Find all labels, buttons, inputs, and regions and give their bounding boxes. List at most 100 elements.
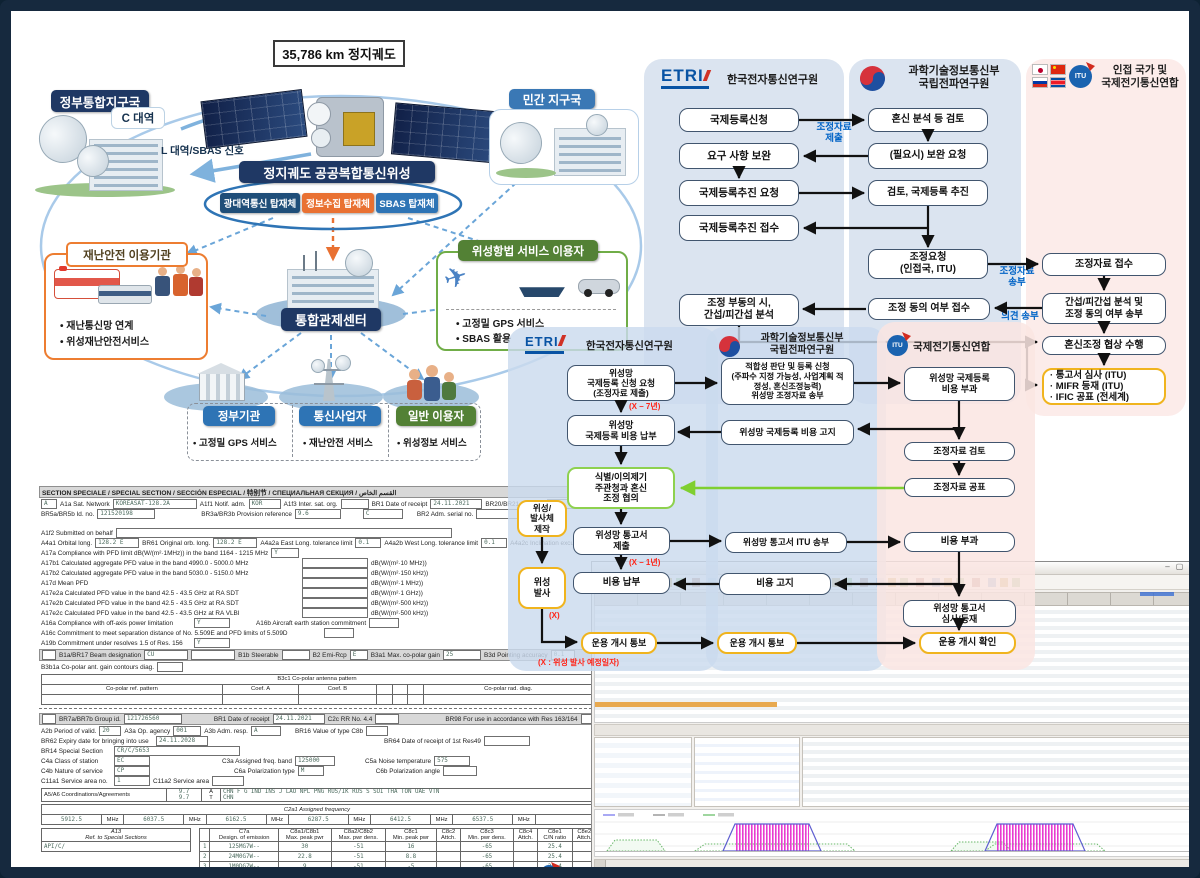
doc-empty-field[interactable] bbox=[302, 568, 368, 578]
b3c1-empty-cell[interactable] bbox=[298, 694, 377, 705]
doc-empty-field[interactable] bbox=[302, 598, 368, 608]
doc-field-value[interactable]: 125000 bbox=[295, 756, 335, 766]
doc-field-value[interactable]: 128.2 E bbox=[213, 538, 258, 548]
fc1-box-negotiate: 혼신조정 협상 수행 bbox=[1042, 336, 1166, 355]
doc-empty-field[interactable] bbox=[483, 736, 530, 746]
doc-field-value[interactable]: 24.11.2021 bbox=[430, 499, 483, 509]
doc-field-value[interactable]: 0.1 bbox=[481, 538, 508, 548]
doc-field-value[interactable]: 24.11.2028 bbox=[156, 736, 208, 746]
horizontal-scrollbar[interactable] bbox=[594, 859, 1189, 867]
fc1-box-supplement: 요구 사항 보완 bbox=[679, 143, 799, 169]
doc-empty-field[interactable] bbox=[42, 650, 56, 660]
doc-row: B3b1a Co-polar ant. gain contours diag. bbox=[39, 662, 597, 672]
doc-field-value[interactable]: 001 bbox=[173, 726, 202, 736]
doc-field-label: BR2 Adm. serial no. bbox=[416, 510, 474, 518]
doc-row: A17b2 Calculated aggregate PFD value in … bbox=[39, 568, 597, 578]
doc-field-value[interactable]: 9.6 bbox=[294, 509, 341, 519]
doc-empty-field[interactable] bbox=[212, 776, 245, 786]
doc-empty-field[interactable] bbox=[302, 578, 368, 588]
doc-empty-field[interactable] bbox=[115, 528, 452, 538]
doc-empty-field[interactable] bbox=[191, 650, 236, 660]
disaster-bullet-2: • 위성재난안전서비스 bbox=[60, 337, 150, 348]
doc-row: A17e2b Calculated PFD value in the band … bbox=[39, 598, 597, 608]
doc-empty-field[interactable] bbox=[375, 714, 400, 724]
emission-cell[interactable]: 1M0DG7W-- bbox=[209, 861, 279, 867]
nav-bullet-1: • 고정밀 GPS 서비스 bbox=[456, 319, 545, 330]
doc-field-value[interactable]: A bbox=[250, 726, 281, 736]
emission-cell[interactable] bbox=[435, 861, 462, 867]
doc-field-value[interactable]: Y bbox=[194, 618, 230, 628]
doc-row: A17e2a Calculated PFD value in the band … bbox=[39, 588, 597, 598]
a13-value[interactable]: API/C/ bbox=[41, 841, 191, 853]
fc2-box-suitability: 적합성 판단 및 등록 신청 (주파수 지정 가능성, 사업계획 적 정성, 혼… bbox=[721, 358, 854, 405]
doc-row: A1f2 Submitted on behalf bbox=[39, 528, 597, 538]
emission-header-cell bbox=[198, 828, 211, 843]
doc-field-value[interactable]: 575 bbox=[434, 756, 471, 766]
doc-empty-field[interactable] bbox=[156, 662, 183, 672]
doc-field-value[interactable]: 1 bbox=[114, 776, 150, 786]
doc-empty-field[interactable] bbox=[281, 650, 310, 660]
fc1-box-apply: 국제등록신청 bbox=[679, 108, 799, 132]
emission-header-cell: C8e2 Attch. bbox=[571, 828, 597, 843]
b3c1-table: B3c1 Co-polar antenna pattern Co-polar r… bbox=[41, 674, 593, 705]
coord-provisions[interactable]: 9.7 9.7 bbox=[166, 787, 202, 803]
doc-field-value[interactable]: CU bbox=[144, 650, 189, 660]
payload-info-collect: 정보수집 탑재체 bbox=[302, 193, 374, 213]
satellite-tree-panel[interactable] bbox=[594, 737, 692, 807]
doc-field-value[interactable]: 121726560 bbox=[123, 714, 182, 724]
doc-field-value[interactable]: CR/C/5653 bbox=[114, 746, 240, 756]
coord-countries[interactable]: CHN F G IND INS J LAO NPL PNG RUS/IK RUS… bbox=[220, 787, 593, 803]
doc-empty-field[interactable] bbox=[340, 499, 369, 509]
data-table-continued[interactable] bbox=[802, 737, 1189, 807]
doc-empty-field[interactable] bbox=[302, 588, 368, 598]
doc-field-value[interactable]: 20 bbox=[99, 726, 122, 736]
doc-field-label: A17e2a Calculated PFD value in the band … bbox=[41, 589, 239, 597]
emission-cell[interactable]: 9 bbox=[277, 861, 332, 867]
doc-empty-field[interactable] bbox=[302, 558, 368, 568]
fc2-box-build-satellite: 위성/ 발사체 제작 bbox=[517, 500, 567, 537]
doc-empty-field[interactable] bbox=[324, 628, 354, 638]
doc-field-value[interactable]: E bbox=[349, 650, 368, 660]
doc-field-value[interactable]: Y bbox=[271, 548, 300, 558]
doc-field-value[interactable]: 0.1 bbox=[355, 538, 382, 548]
freq-unit: MHz bbox=[101, 814, 125, 826]
doc-field-value[interactable]: 25 bbox=[442, 650, 481, 660]
doc-field-value[interactable]: KOREASAT-128.2A bbox=[112, 499, 197, 509]
doc-field-value[interactable]: A bbox=[41, 499, 57, 509]
doc-field-value[interactable]: KOR bbox=[248, 499, 281, 509]
doc-field-value[interactable]: CP bbox=[114, 766, 150, 776]
control-center-label: 통합관제센터 bbox=[281, 308, 381, 331]
freq-unit: MHz bbox=[183, 814, 207, 826]
doc-field-label: A17b1 Calculated aggregate PFD value in … bbox=[41, 559, 249, 567]
doc-field-value[interactable]: M bbox=[297, 766, 324, 776]
doc-field-value[interactable]: 121520198 bbox=[97, 509, 156, 519]
doc-field-value[interactable]: Y bbox=[194, 638, 230, 648]
private-station-card bbox=[489, 109, 639, 185]
doc-header-bar: SECTION SPECIALE / SPECIAL SECTION / SEC… bbox=[39, 486, 597, 498]
doc-field-label: B3b1a Co-polar ant. gain contours diag. bbox=[41, 663, 154, 671]
emission-cell[interactable]: 3 bbox=[198, 861, 211, 867]
doc-field-value[interactable]: C bbox=[362, 509, 403, 519]
doc-empty-field[interactable] bbox=[302, 608, 368, 618]
doc-field-value[interactable]: EC bbox=[114, 756, 150, 766]
doc-field-label: A1a Sat. Network bbox=[60, 500, 110, 508]
doc-unit-label: dB(W/(m²·500 kHz)) bbox=[371, 609, 429, 617]
doc-empty-field[interactable] bbox=[369, 618, 400, 628]
doc-empty-field[interactable] bbox=[443, 766, 478, 776]
doc-field-label: A17b2 Calculated aggregate PFD value in … bbox=[41, 569, 249, 577]
bank-icon bbox=[197, 363, 245, 401]
doc-empty-field[interactable] bbox=[42, 714, 56, 724]
doc-empty-field[interactable] bbox=[366, 726, 389, 736]
doc-field-value[interactable]: 128.2 E bbox=[95, 538, 140, 548]
close-button[interactable]: ✕ bbox=[1189, 562, 1196, 571]
minimize-button[interactable]: – bbox=[1165, 562, 1170, 571]
doc-field-value[interactable]: 24.11.2021 bbox=[272, 714, 325, 724]
maximize-button[interactable]: ▢ bbox=[1175, 562, 1184, 571]
emission-cell[interactable] bbox=[512, 861, 539, 867]
doc-empty-field[interactable] bbox=[580, 714, 596, 724]
